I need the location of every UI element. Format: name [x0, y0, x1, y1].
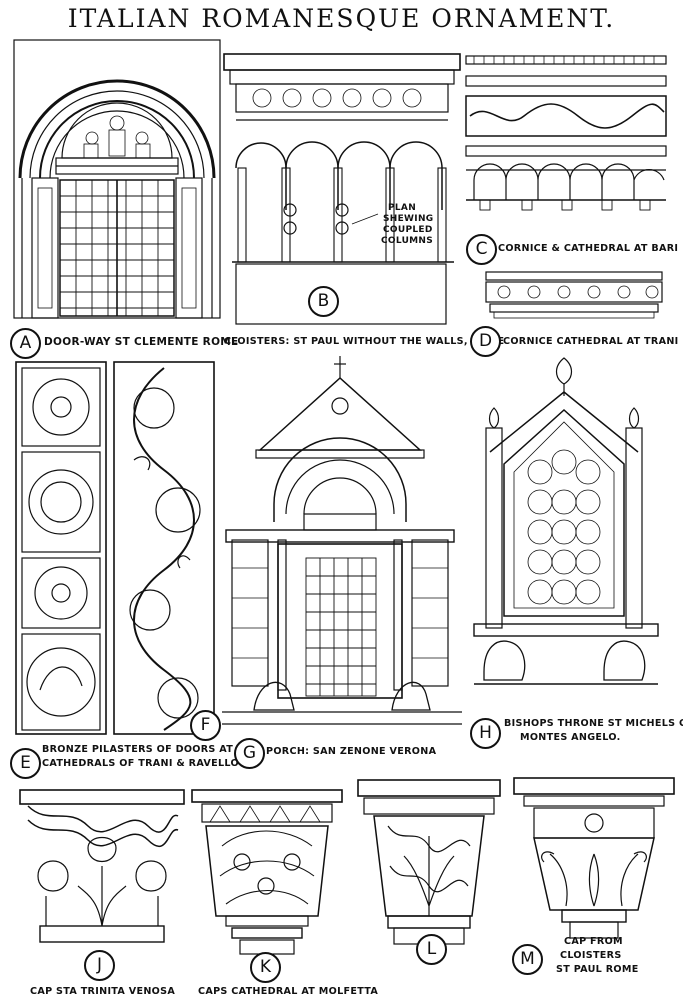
plate-letter-g: G [234, 738, 265, 769]
caption-a: DOOR-WAY ST CLEMENTE ROME [44, 336, 239, 348]
caption-e: BRONZE PILASTERS OF DOORS AT [42, 744, 234, 755]
plate-letter-d: D [470, 326, 501, 357]
figure-c-cornice [464, 50, 676, 230]
plan-note-2: SHEWING [383, 214, 434, 224]
figure-e-f-pilasters [14, 360, 220, 738]
plate-letter-e: E [10, 748, 41, 779]
plate-letter-b: B [308, 286, 339, 317]
plate-letter-k: K [250, 952, 281, 983]
figure-m-capital [510, 774, 678, 940]
plate-letter-h: H [470, 718, 501, 749]
plate-letter-l: L [416, 934, 447, 965]
figure-a-doorway [12, 38, 222, 320]
caption-m-line3: ST PAUL ROME [556, 964, 639, 975]
figure-l-capital [354, 776, 504, 946]
caption-d: CORNICE CATHEDRAL AT TRANI [503, 336, 679, 347]
plan-note-3: COUPLED [383, 225, 433, 235]
caption-f: CATHEDRALS OF TRANI & RAVELLO [42, 758, 239, 769]
caption-c: CORNICE & CATHEDRAL AT BARI [498, 243, 679, 254]
caption-j: CAP STA TRINITA VENOSA [30, 986, 176, 997]
plan-note-4: COLUMNS [381, 236, 434, 246]
figure-d-cornice [484, 268, 664, 320]
plate-letter-m: M [512, 944, 543, 975]
caption-m-line2: CLOISTERS [560, 950, 622, 961]
figure-j-capital [18, 786, 186, 946]
caption-h-line2: MONTES ANGELO. [520, 732, 621, 743]
caption-h: BISHOPS THRONE ST MICHELS CH [504, 718, 683, 729]
figure-k-capital [186, 786, 348, 956]
plate-letter-j: J [84, 950, 115, 981]
plan-note-1: PLAN [388, 203, 417, 213]
figure-b-cloisters [222, 50, 462, 330]
caption-g: PORCH: SAN ZENONE VERONA [266, 746, 437, 757]
page-title: ITALIAN ROMANESQUE ORNAMENT. [67, 4, 616, 33]
caption-m: CAP FROM [564, 936, 623, 947]
plate-letter-f: F [190, 710, 221, 741]
figure-h-throne [470, 352, 670, 712]
caption-k: CAPS CATHEDRAL AT MOLFETTA [198, 986, 379, 997]
plate-letter-c: C [466, 234, 497, 265]
figure-g-porch [220, 354, 464, 732]
plate-letter-a: A [10, 328, 41, 359]
caption-b: CLOISTERS: ST PAUL WITHOUT THE WALLS, RO… [224, 336, 505, 347]
